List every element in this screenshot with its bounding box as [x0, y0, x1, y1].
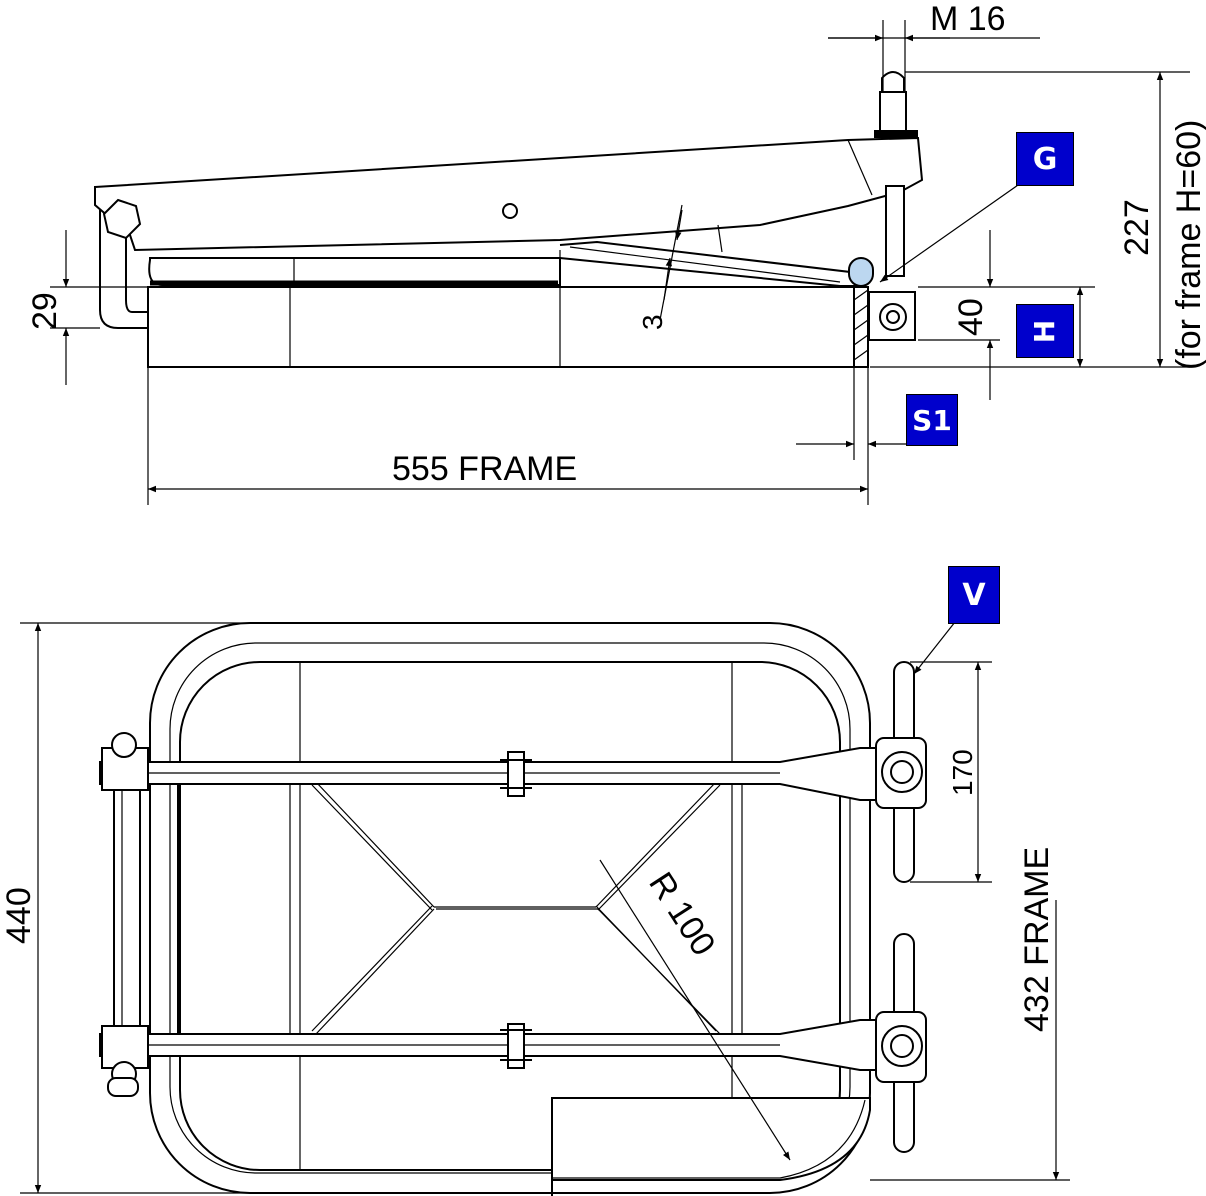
hinge-rod: [113, 781, 141, 1035]
dim-555-frame: 555 FRAME: [392, 450, 577, 488]
frame-body: [147, 286, 869, 368]
side-dimensions: M 16 227 (for frame H=60) 29 40 3: [26, 0, 1206, 505]
clamp-arm: [94, 136, 924, 252]
badge-h-label: H: [1028, 319, 1062, 343]
badge-v-label: V: [962, 577, 986, 613]
badge-v: V: [948, 566, 1000, 624]
dim-29: 29: [26, 292, 64, 330]
badge-h: H: [1016, 304, 1074, 358]
clamp-bar-bottom: [99, 1019, 899, 1071]
inner-panel: [177, 781, 841, 1035]
bolt-shank: [885, 185, 905, 277]
badge-g: G: [1016, 132, 1074, 186]
lid-dish: [559, 240, 862, 287]
dim-for-frame: (for frame H=60): [1170, 120, 1206, 370]
clamp-bar-top: [99, 747, 899, 801]
top-view: [99, 622, 927, 1196]
bolt-bracket: [868, 291, 916, 341]
arm-pivot-hole: [502, 203, 518, 219]
hinge-lever: [99, 210, 149, 329]
side-view: [94, 71, 924, 368]
bolt-top: [879, 91, 907, 137]
badge-s1: S1: [906, 394, 958, 446]
badge-g-label: G: [1032, 141, 1058, 177]
dim-227: 227: [1118, 199, 1156, 256]
dim-40: 40: [952, 298, 990, 336]
handwheel-bottom: [875, 933, 927, 1153]
hinge-nut-top: [111, 732, 137, 758]
gasket: [848, 257, 874, 287]
dim-3: 3: [637, 314, 668, 330]
hinge-nut: [102, 198, 142, 240]
badge-s1-label: S1: [912, 403, 952, 437]
handwheel-top: [875, 661, 927, 883]
dim-r100: R 100: [641, 866, 722, 963]
dim-m16: M 16: [930, 0, 1006, 38]
dim-440: 440: [0, 887, 38, 944]
dim-170: 170: [947, 749, 978, 796]
section-cutout: [551, 1097, 871, 1196]
lid-outline: [179, 661, 841, 1171]
dim-432-frame: 432 FRAME: [1018, 847, 1056, 1032]
